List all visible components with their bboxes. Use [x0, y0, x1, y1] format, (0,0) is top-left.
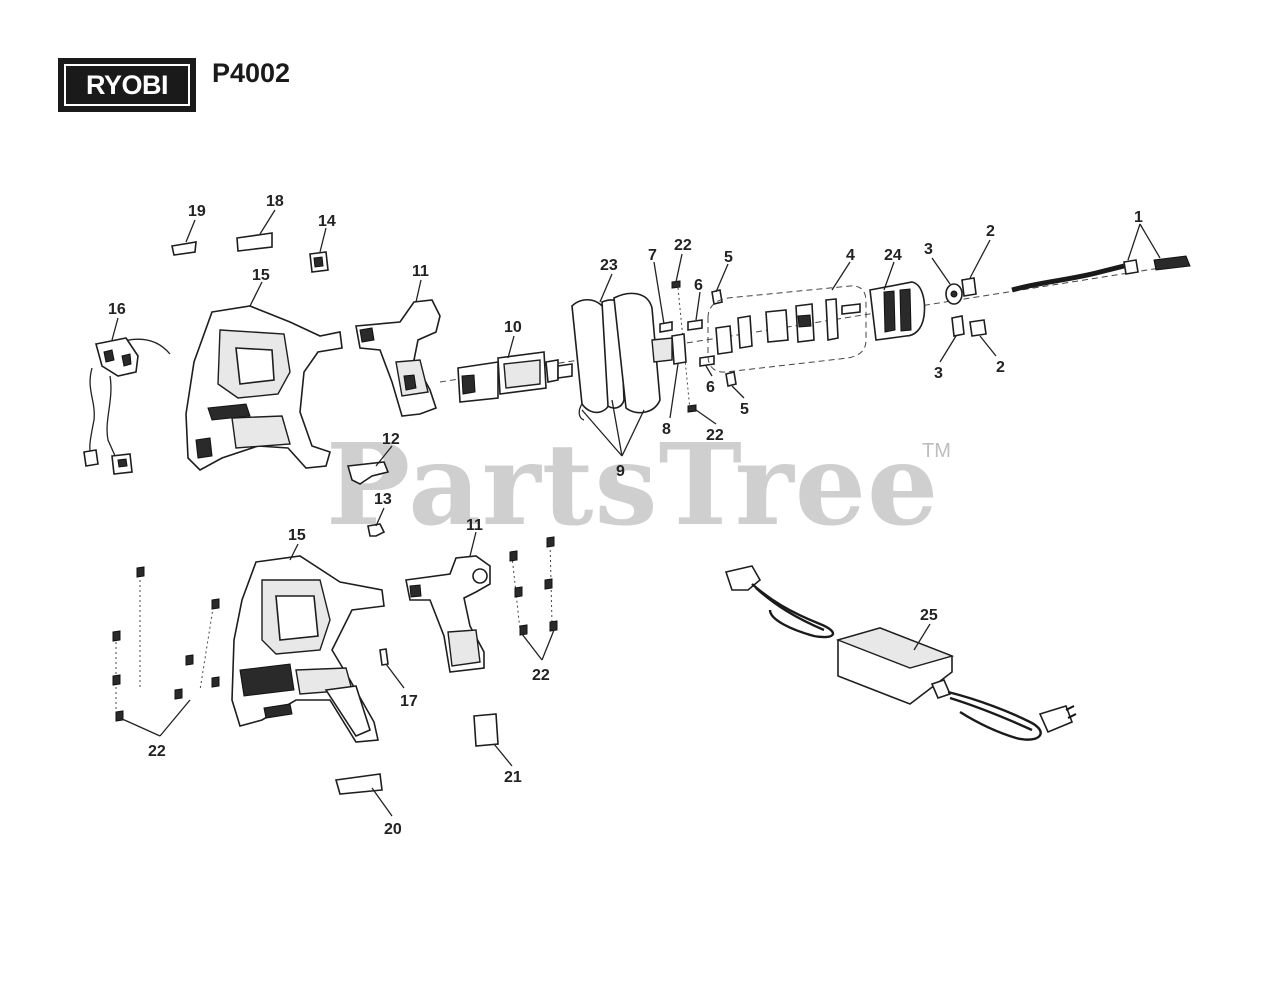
- part-3-washer-upper[interactable]: [945, 283, 963, 305]
- callout-25: 25: [920, 607, 938, 624]
- part-17-pin[interactable]: [379, 648, 389, 666]
- callout-12: 12: [382, 431, 400, 448]
- part-15-housing-half-upper[interactable]: [185, 305, 343, 471]
- callout-17: 17: [400, 693, 418, 710]
- callout-16: 16: [108, 301, 126, 318]
- part-19-label-sticker[interactable]: [171, 241, 197, 256]
- part-16-switch-wiring[interactable]: [83, 337, 171, 475]
- callout-13: 13: [374, 491, 392, 508]
- callout-22-top: 22: [674, 237, 692, 254]
- callout-10: 10: [504, 319, 522, 336]
- callout-8: 8: [662, 421, 671, 438]
- part-10-motor[interactable]: [457, 351, 573, 403]
- callout-4: 4: [846, 247, 855, 264]
- callout-22-left: 22: [148, 743, 166, 760]
- trademark-mark: TM: [922, 440, 951, 462]
- part-22-screw-lower[interactable]: [687, 404, 697, 413]
- part-23-drum-assembly[interactable]: [571, 292, 673, 421]
- callout-11-lower: 11: [466, 517, 483, 534]
- part-20-warning-label[interactable]: [334, 773, 383, 795]
- brand-logo: RYOBI: [58, 58, 196, 112]
- part-6-spring-lower[interactable]: [699, 355, 715, 367]
- callout-5-upper: 5: [724, 249, 733, 266]
- callout-6-upper: 6: [694, 277, 703, 294]
- part-5-cap-upper[interactable]: [711, 289, 723, 305]
- part-7-pin[interactable]: [659, 321, 673, 333]
- callout-22-right: 22: [532, 667, 550, 684]
- part-21-data-label[interactable]: [473, 713, 499, 747]
- part-12-trigger-bracket[interactable]: [346, 461, 390, 485]
- callout-3-upper: 3: [924, 241, 933, 258]
- callout-15-upper: 15: [252, 267, 270, 284]
- callout-6-lower: 6: [706, 379, 715, 396]
- callout-9: 9: [616, 463, 625, 480]
- callout-7: 7: [648, 247, 657, 264]
- callout-11-upper: 11: [412, 263, 429, 280]
- callout-2-lower: 2: [996, 359, 1005, 376]
- part-22-screw-set-left[interactable]: [112, 566, 220, 722]
- part-24-front-housing[interactable]: [869, 281, 926, 341]
- callout-22-middle: 22: [706, 427, 724, 444]
- part-6-spring-upper[interactable]: [687, 319, 703, 331]
- brand-logo-text: RYOBI: [64, 64, 190, 106]
- callout-5-lower: 5: [740, 401, 749, 418]
- part-15-housing-half-lower[interactable]: [231, 555, 385, 743]
- part-11-handle-cover-upper[interactable]: [355, 299, 441, 417]
- part-5-cap-lower[interactable]: [725, 371, 737, 387]
- watermark: PartsTree: [326, 420, 940, 551]
- callout-18: 18: [266, 193, 284, 210]
- part-2-bolt-lower[interactable]: [969, 319, 987, 337]
- part-14-clip[interactable]: [309, 251, 329, 273]
- callout-20: 20: [384, 821, 402, 838]
- callout-15-lower: 15: [288, 527, 306, 544]
- callout-3-lower: 3: [934, 365, 943, 382]
- callout-leader-lines: [111, 209, 1161, 817]
- part-11-handle-cover-lower[interactable]: [405, 555, 491, 673]
- callout-21: 21: [504, 769, 522, 786]
- part-22-screw-set-right[interactable]: [509, 536, 558, 636]
- part-2-bolt-upper[interactable]: [961, 277, 977, 297]
- part-18-label-plate[interactable]: [236, 232, 273, 252]
- callout-23: 23: [600, 257, 618, 274]
- part-1-auger-cable[interactable]: [1011, 255, 1191, 293]
- part-13-spring-clip[interactable]: [367, 523, 386, 537]
- callout-24: 24: [884, 247, 902, 264]
- part-25-charger[interactable]: [724, 565, 1077, 741]
- callout-1: 1: [1134, 209, 1143, 226]
- part-8-bracket[interactable]: [671, 333, 687, 365]
- callout-14: 14: [318, 213, 336, 230]
- callout-19: 19: [188, 203, 206, 220]
- callout-2-upper: 2: [986, 223, 995, 240]
- model-number: P4002: [212, 58, 291, 88]
- part-3-sleeve-lower[interactable]: [951, 315, 965, 337]
- part-4-feed-kit[interactable]: [707, 285, 867, 373]
